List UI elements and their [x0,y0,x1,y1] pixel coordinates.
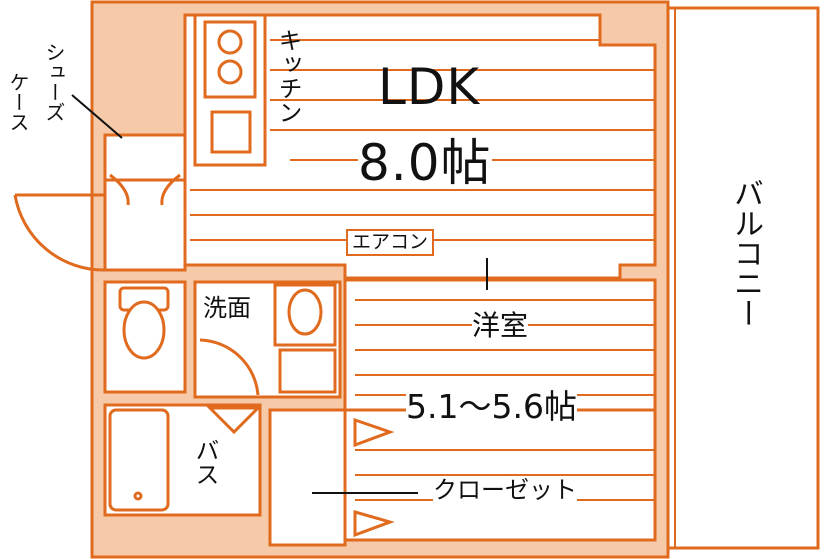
washroom-label: 洗面 [203,294,251,322]
entrance-cabinet [103,133,187,206]
closet-door-upper [353,417,395,448]
wash-basin [273,283,337,394]
ldk-size: 8.0帖 [358,134,492,192]
shoe-case-line2: ケース [6,72,30,132]
bath-label: バス [191,438,219,486]
bath-door [206,406,262,435]
aircon-label: エアコン [346,229,435,256]
western-size: 5.1～5.6帖 [406,387,577,426]
kitchen-label: キッチン [274,28,302,124]
washroom-door [199,338,260,396]
balcony-area [666,6,820,550]
balcony-label: バルコニー [728,178,763,328]
bathtub [108,408,170,512]
kitchen-counter [193,13,267,167]
western-name: 洋室 [472,309,529,342]
entry-door [13,193,106,272]
closet-label: クローゼット [433,476,577,504]
ldk-floor-lines [190,39,655,241]
toilet-fixture [118,286,170,360]
closet-door-lower [353,510,395,538]
shoe-case-line1: シューズ [42,42,66,122]
ldk-name: LDK [378,58,481,116]
entrance [103,178,187,272]
leader-lines [71,94,488,494]
hall [268,408,347,547]
